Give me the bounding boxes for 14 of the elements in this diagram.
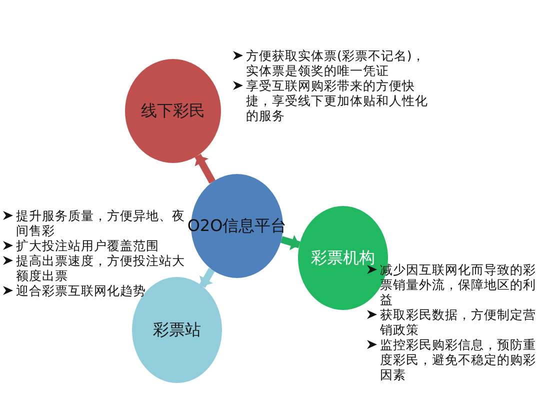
bullet-text: 享受互联网购彩带来的方便快捷，享受线下更加体贴和人性化的服务	[246, 78, 428, 123]
node-label: 线下彩民	[141, 100, 205, 122]
bullet-text: 方便获取实体票(彩票不记名)，实体票是领奖的唯一凭证	[246, 48, 425, 78]
bullet-text: 提高出票速度，方便投注站大额度出票	[16, 253, 185, 283]
bullet-text: 提升服务质量，方便异地、夜间售彩	[16, 208, 185, 238]
node-label: 彩票机构	[311, 248, 375, 268]
bullet-text: 获取彩民数据，方便制定营销政策	[380, 307, 536, 337]
bullet-text: 扩大投注站用户覆盖范围	[16, 238, 159, 253]
node-label: 彩票站	[153, 320, 201, 340]
bullet-text: 迎合彩票互联网化趋势	[16, 283, 146, 298]
arrow	[199, 268, 215, 288]
bullet-text: 监控彩民购彩信息，预防重度彩民，避免不稳定的购彩因素	[380, 337, 536, 382]
arrow	[280, 234, 300, 250]
arrow	[194, 154, 216, 184]
